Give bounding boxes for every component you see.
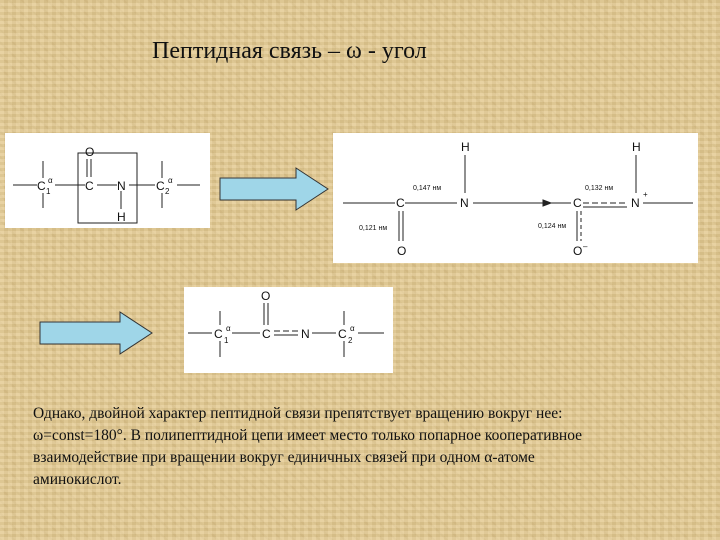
arrow-shape xyxy=(39,311,153,355)
sub-label-1: 1 xyxy=(224,336,229,345)
alpha-label-2: α xyxy=(168,176,173,185)
resonance-panel: H N C O 0,147 нм 0,121 нм H N + C O – 0,… xyxy=(333,133,698,263)
right-bond-co-length: 0,124 нм xyxy=(538,223,566,230)
alpha-label-1: α xyxy=(226,324,231,333)
sub-label-2: 2 xyxy=(165,187,170,196)
right-o-charge: – xyxy=(583,242,588,251)
atom-o: O xyxy=(85,145,94,159)
body-line-1: Однако, двойной характер пептидной связи… xyxy=(33,405,563,422)
left-atom-h: H xyxy=(461,140,470,154)
atom-c2: C xyxy=(156,179,165,193)
planar-peptide-diagram: O C α 1 C N C α 2 xyxy=(188,289,384,357)
atom-c1: C xyxy=(214,327,223,341)
right-bond-cn-length: 0,132 нм xyxy=(585,185,613,192)
right-atom-o: O xyxy=(573,244,582,258)
body-line-3: взаимодействие при вращении вокруг едини… xyxy=(33,449,535,466)
planar-peptide-panel: O C α 1 C N C α 2 xyxy=(184,287,393,373)
left-atom-n: N xyxy=(460,196,469,210)
peptide-group-box xyxy=(77,152,138,224)
alpha-label-2: α xyxy=(350,324,355,333)
body-line-2: ω=const=180°. В полипептидной цепи имеет… xyxy=(33,427,583,444)
sub-label-1: 1 xyxy=(46,187,51,196)
atom-o: O xyxy=(261,289,270,303)
atom-n: N xyxy=(301,327,310,341)
left-bond-cn-length: 0,147 нм xyxy=(413,185,441,192)
body-paragraph: Однако, двойной характер пептидной связи… xyxy=(33,403,693,491)
sub-label-2: 2 xyxy=(348,336,353,345)
slide-title: Пептидная связь – ω - угол xyxy=(152,38,427,64)
right-atom-c: C xyxy=(573,196,582,210)
peptide-structure-diagram: O C α 1 C N H C α 2 xyxy=(13,145,200,224)
atom-c2: C xyxy=(338,327,347,341)
right-n-charge: + xyxy=(643,190,648,199)
peptide-structure-panel: O C α 1 C N H C α 2 xyxy=(5,133,210,228)
left-atom-o: O xyxy=(397,244,406,258)
atom-h: H xyxy=(117,210,126,224)
atom-n: N xyxy=(117,179,126,193)
arrow-shape xyxy=(219,167,329,211)
arrow-right-icon xyxy=(39,311,153,355)
arrow-right-icon xyxy=(219,167,329,211)
atom-c1: C xyxy=(37,179,46,193)
body-line-4: аминокислот. xyxy=(33,471,122,488)
alpha-label-1: α xyxy=(48,176,53,185)
left-bond-co-length: 0,121 нм xyxy=(359,225,387,232)
left-atom-c: C xyxy=(396,196,405,210)
right-atom-h: H xyxy=(632,140,641,154)
resonance-diagram: H N C O 0,147 нм 0,121 нм H N + C O – 0,… xyxy=(343,140,693,258)
atom-c: C xyxy=(85,179,94,193)
atom-c: C xyxy=(262,327,271,341)
right-atom-n: N xyxy=(631,196,640,210)
